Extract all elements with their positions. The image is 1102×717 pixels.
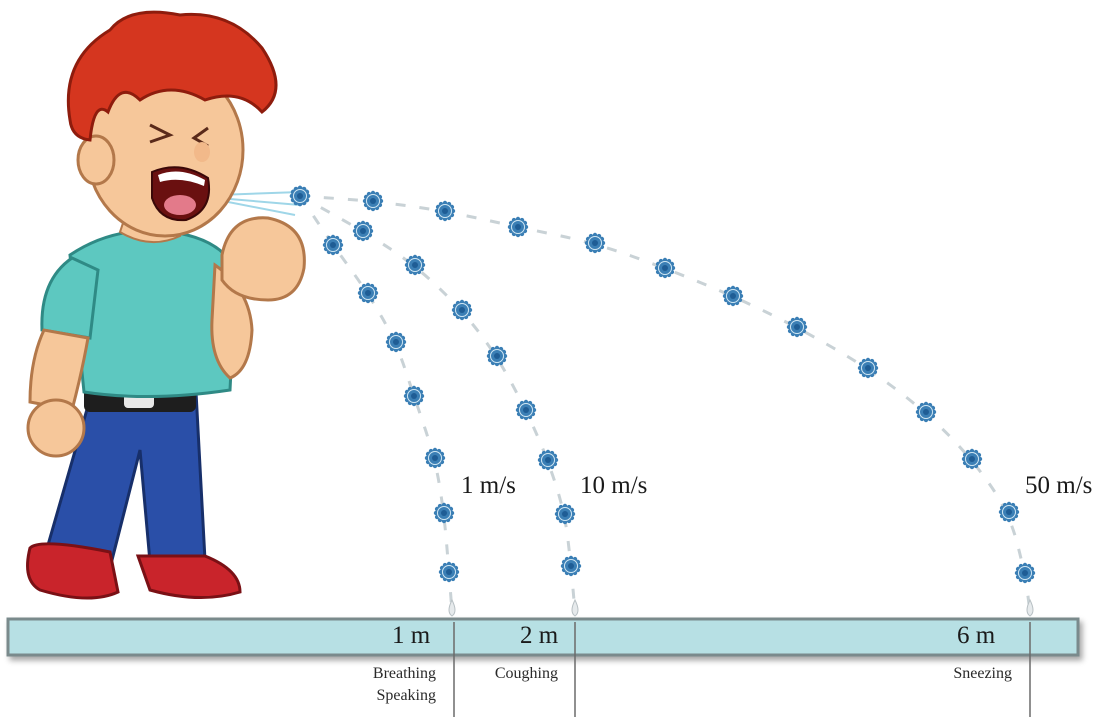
droplet-icon bbox=[385, 331, 407, 353]
speed-label-1: 1 m/s bbox=[461, 472, 516, 499]
distance-label-3: 6 m bbox=[957, 622, 996, 649]
droplet-icon bbox=[357, 282, 379, 304]
droplet-icon bbox=[998, 501, 1020, 523]
droplet-icon bbox=[289, 185, 311, 207]
activity-label-sneezing: Sneezing bbox=[912, 663, 1012, 685]
droplet-icon bbox=[857, 357, 879, 379]
trajectory-3 bbox=[289, 185, 1036, 617]
activity-line-sneezing: Sneezing bbox=[953, 665, 1012, 682]
droplet-tail-icon bbox=[448, 598, 456, 617]
droplet-icon bbox=[403, 385, 425, 407]
droplet-icon bbox=[722, 285, 744, 307]
droplet-tail-icon bbox=[1026, 598, 1034, 617]
distance-label-2: 2 m bbox=[520, 622, 559, 649]
trajectory-trail bbox=[298, 195, 454, 613]
droplet-icon bbox=[362, 190, 384, 212]
trajectory-trail bbox=[299, 194, 1032, 613]
activity-line-coughing: Coughing bbox=[494, 665, 558, 682]
droplet-icon bbox=[560, 555, 582, 577]
droplet-tail-icon bbox=[571, 598, 579, 617]
droplet-icon bbox=[433, 502, 455, 524]
droplet-icon bbox=[537, 449, 559, 471]
droplet-icon bbox=[915, 401, 937, 423]
droplet-icon bbox=[486, 345, 508, 367]
droplet-icon bbox=[961, 448, 983, 470]
droplet-icon bbox=[654, 257, 676, 279]
droplet-icon bbox=[438, 561, 460, 583]
droplet-icon bbox=[515, 399, 537, 421]
distance-label-1: 1 m bbox=[392, 622, 431, 649]
droplet-icon bbox=[322, 234, 344, 256]
droplet-icon bbox=[404, 254, 426, 276]
droplet-icon bbox=[507, 216, 529, 238]
droplet-icon bbox=[424, 447, 446, 469]
droplet-icon bbox=[451, 299, 473, 321]
speed-label-2: 10 m/s bbox=[580, 472, 648, 499]
activity-label-breathing-speaking: Breathing Speaking bbox=[336, 663, 436, 707]
speed-label-3: 50 m/s bbox=[1025, 472, 1093, 499]
droplet-icon bbox=[434, 200, 456, 222]
droplet-icon bbox=[786, 316, 808, 338]
droplet-icon bbox=[584, 232, 606, 254]
droplet-icon bbox=[352, 220, 374, 242]
activity-line-speaking: Speaking bbox=[376, 687, 436, 704]
droplet-icon bbox=[1014, 562, 1036, 584]
ground-bar-rect bbox=[6, 617, 1080, 657]
droplet-icon bbox=[554, 503, 576, 525]
activity-line-breathing: Breathing bbox=[372, 665, 436, 682]
activity-label-coughing: Coughing bbox=[460, 663, 558, 685]
